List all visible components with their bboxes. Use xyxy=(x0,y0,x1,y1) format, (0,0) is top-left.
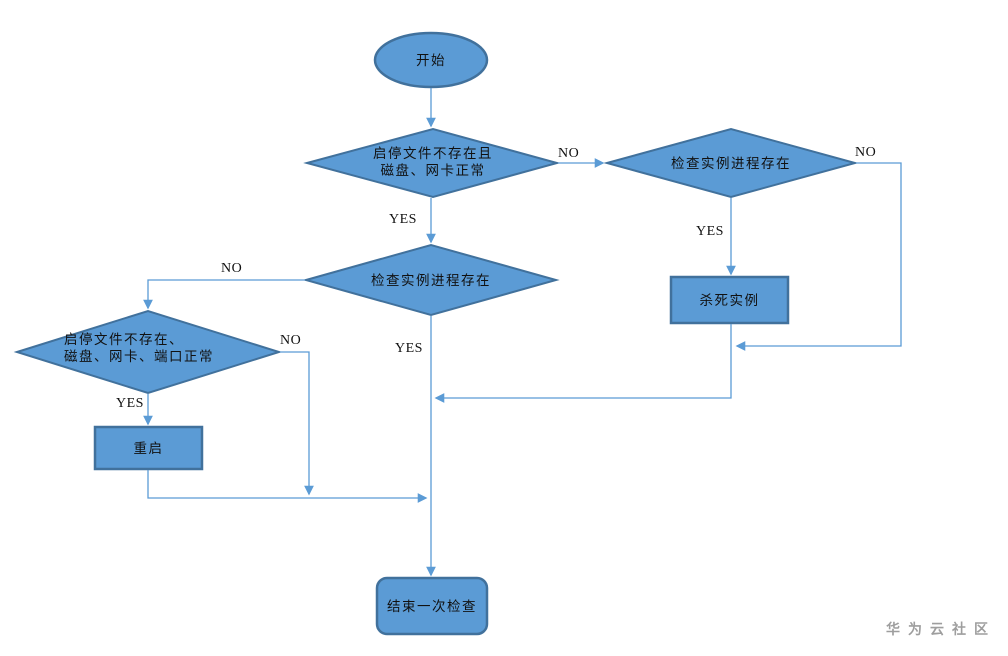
check-files-disk-nic-port-label: 启停文件不存在、 磁盘、网卡、端口正常 xyxy=(64,332,214,364)
edge-label-proc-mid-no: NO xyxy=(221,261,243,276)
check-files-disk-nic-diamond xyxy=(303,127,561,199)
kill-instance-rect xyxy=(669,275,790,325)
huawei-cloud-community-watermark: 华为云社区 xyxy=(886,621,996,637)
connector-proc-mid-no-left xyxy=(143,279,305,310)
connector-proc-right-no-loop xyxy=(735,162,902,351)
check-process-right-label: 检查实例进程存在 xyxy=(671,156,791,171)
check-files-disk-nic-port-diamond xyxy=(13,309,283,395)
edge-label-proc-mid-yes: YES xyxy=(395,341,423,356)
edge-label-files-ok-no: NO xyxy=(558,146,580,161)
edge-label-proc-right-no: NO xyxy=(855,145,877,160)
edge-label-left-check-no: NO xyxy=(280,333,302,348)
connector-restart-to-main-line xyxy=(147,470,428,503)
edge-label-left-check-yes: YES xyxy=(116,396,144,411)
end-check-label: 结束一次检查 xyxy=(387,599,477,614)
start-label: 开始 xyxy=(416,53,446,68)
connector-kill-to-main-line xyxy=(434,324,732,403)
check-process-mid-diamond xyxy=(302,243,560,317)
end-check-rect xyxy=(375,576,489,636)
check-process-mid-label: 检查实例进程存在 xyxy=(371,273,491,288)
edge-label-proc-right-yes: YES xyxy=(696,224,724,239)
restart-label: 重启 xyxy=(133,441,164,456)
kill-instance-label: 杀死实例 xyxy=(699,293,760,308)
restart-rect xyxy=(93,425,204,471)
check-process-right-diamond xyxy=(603,127,859,199)
start-ellipse xyxy=(373,31,489,89)
edge-label-files-ok-yes: YES xyxy=(389,212,417,227)
check-files-disk-nic-label: 启停文件不存在且 磁盘、网卡正常 xyxy=(373,146,493,178)
connector-left-check-no-down xyxy=(280,351,314,496)
